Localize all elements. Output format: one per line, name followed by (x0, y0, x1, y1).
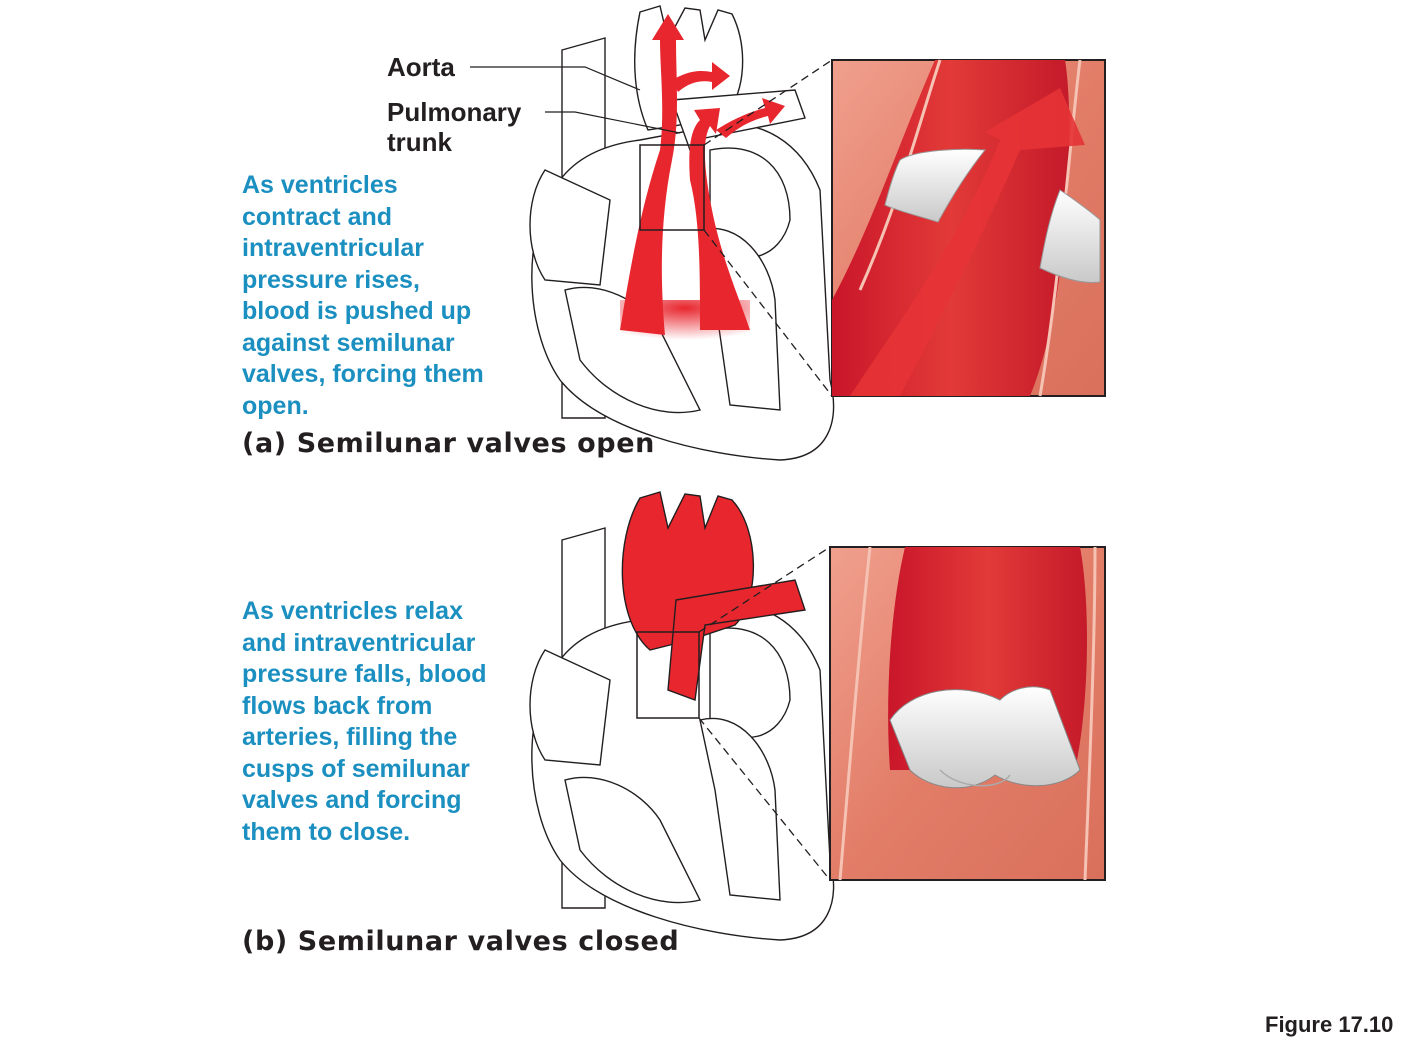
description-open-line: intraventricular (242, 234, 425, 262)
valve-detail-box-closed (636, 631, 700, 719)
zoom-callout-lines-closed (698, 546, 831, 881)
description-open-line: blood is pushed up (242, 297, 472, 325)
description-closed-line: pressure falls, blood (242, 660, 487, 688)
caption-open: (a) Semilunar valves open (242, 428, 655, 459)
valve-inset-open (831, 59, 1106, 397)
description-open-line: valves, forcing them (242, 360, 484, 388)
label-pulmonary-line-2: trunk (387, 127, 452, 157)
label-pulmonary-line-1: Pulmonary (387, 97, 522, 127)
filled-arteries-closed (621, 491, 806, 701)
description-closed-line: flows back from (242, 691, 433, 720)
valve-inset-closed (829, 546, 1106, 881)
description-closed-line: As ventricles relax (242, 597, 463, 625)
description-open-line: pressure rises, (242, 265, 420, 294)
valve-detail-box-open (639, 144, 705, 231)
figure-label: Figure 17.10 (1265, 1012, 1394, 1037)
label-leader-lines (470, 66, 681, 134)
description-closed-line: and intraventricular (242, 628, 476, 657)
description-open-line: contract and (242, 202, 393, 231)
description-closed: As ventricles relax and intraventricular… (242, 596, 487, 848)
description-open-line: As ventricles (242, 171, 398, 199)
description-closed-line: valves and forcing (242, 786, 462, 814)
description-open: As ventricles contract and intraventricu… (242, 170, 484, 422)
description-closed-line: them to close. (242, 817, 411, 846)
label-pulmonary-trunk: Pulmonary trunk (387, 97, 521, 157)
label-aorta: Aorta (387, 52, 455, 82)
description-closed-line: cusps of semilunar (242, 754, 470, 783)
caption-closed: (b) Semilunar valves closed (242, 926, 680, 957)
description-closed-line: arteries, filling the (242, 723, 458, 751)
zoom-callout-lines-open (703, 59, 833, 397)
description-open-line: open. (242, 391, 309, 420)
heart-illustration-closed (529, 527, 835, 941)
heart-illustration-open (529, 5, 835, 461)
description-open-line: against semilunar (242, 328, 455, 357)
